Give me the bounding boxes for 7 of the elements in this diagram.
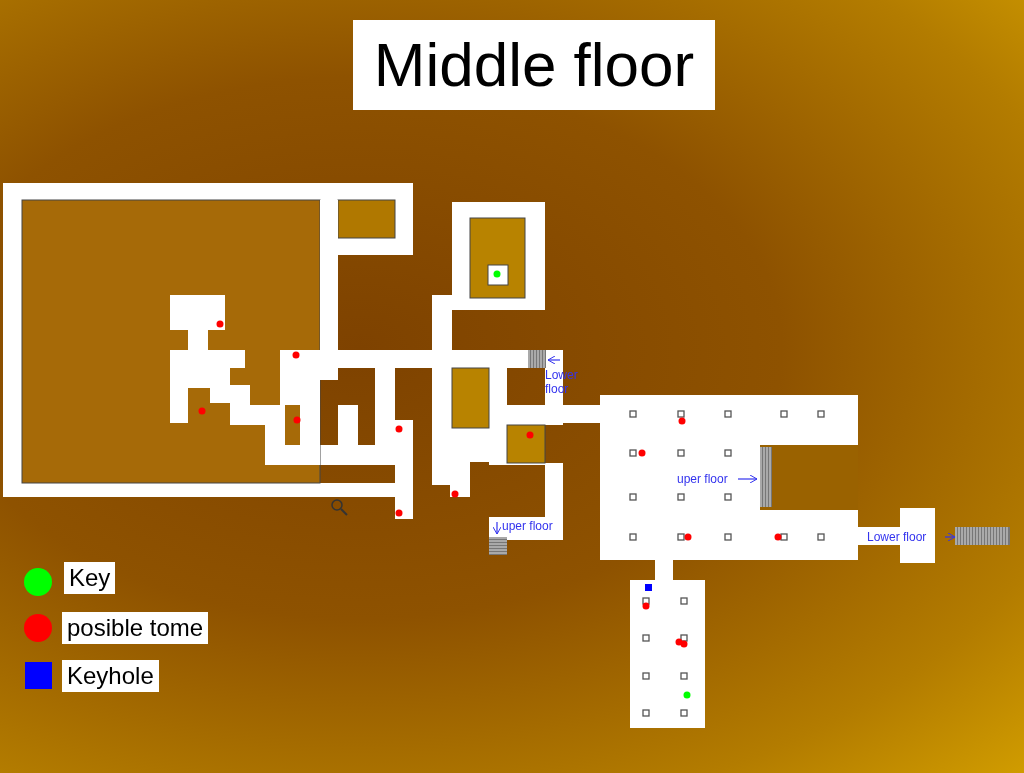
legend-label: Keyhole [62,660,159,692]
floor-label: uper floor [502,519,553,533]
floor-label: Lower floor [867,530,927,544]
legend-label: posible tome [62,612,209,644]
title: Middle floor [353,20,715,110]
floor-label: uper floor [677,472,728,486]
legend-label: Key [64,562,116,594]
